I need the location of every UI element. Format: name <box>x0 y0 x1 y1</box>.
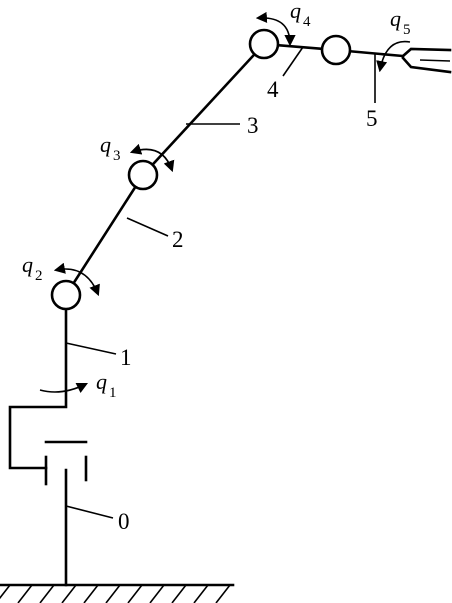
joint-variable-q5: q 5 <box>390 6 411 38</box>
rotation-arrow-q1 <box>39 382 89 394</box>
link-3 <box>141 42 266 177</box>
joint-variable-q3: q 3 <box>100 132 121 164</box>
joint-4 <box>248 28 280 60</box>
q5-index: 5 <box>403 22 411 38</box>
joint-5 <box>320 34 352 66</box>
q3-index: 3 <box>113 148 121 164</box>
leader-4 <box>282 46 304 77</box>
link-label-1: 1 <box>120 345 132 370</box>
q2-symbol: q <box>22 252 33 277</box>
link-label-0: 0 <box>118 509 130 534</box>
q4-symbol: q <box>290 0 301 23</box>
leader-2 <box>126 217 169 237</box>
joint-variable-q4: q 4 <box>290 0 311 30</box>
link-label-4: 4 <box>267 77 279 102</box>
gripper-inner <box>419 59 451 62</box>
rotation-arrow-q4 <box>255 11 296 47</box>
joint-3 <box>127 159 159 191</box>
ground <box>0 583 235 603</box>
rotation-arrow-q2 <box>53 262 100 297</box>
leader-0 <box>65 505 114 519</box>
leader-1 <box>65 342 117 355</box>
gripper-finger-bottom <box>401 56 452 74</box>
ground-hatch <box>0 584 231 603</box>
joint-2 <box>50 279 82 311</box>
rotation-arrow-q3 <box>129 143 175 173</box>
q2-index: 2 <box>35 268 43 284</box>
rotation-arrow-q5 <box>376 40 411 73</box>
link-1 <box>8 302 68 470</box>
gripper-finger-top <box>401 47 452 58</box>
joint-variable-q2: q 2 <box>22 252 43 284</box>
q1-symbol: q <box>96 369 107 394</box>
q4-index: 4 <box>303 14 311 30</box>
q5-symbol: q <box>390 6 401 31</box>
link-label-5: 5 <box>366 106 378 131</box>
joint-variable-q1: q 1 <box>96 369 117 401</box>
link-label-2: 2 <box>172 227 184 252</box>
link-label-3: 3 <box>247 113 259 138</box>
q1-index: 1 <box>109 385 117 401</box>
gripper <box>401 47 452 74</box>
q3-symbol: q <box>100 132 111 157</box>
link-2 <box>64 173 145 297</box>
